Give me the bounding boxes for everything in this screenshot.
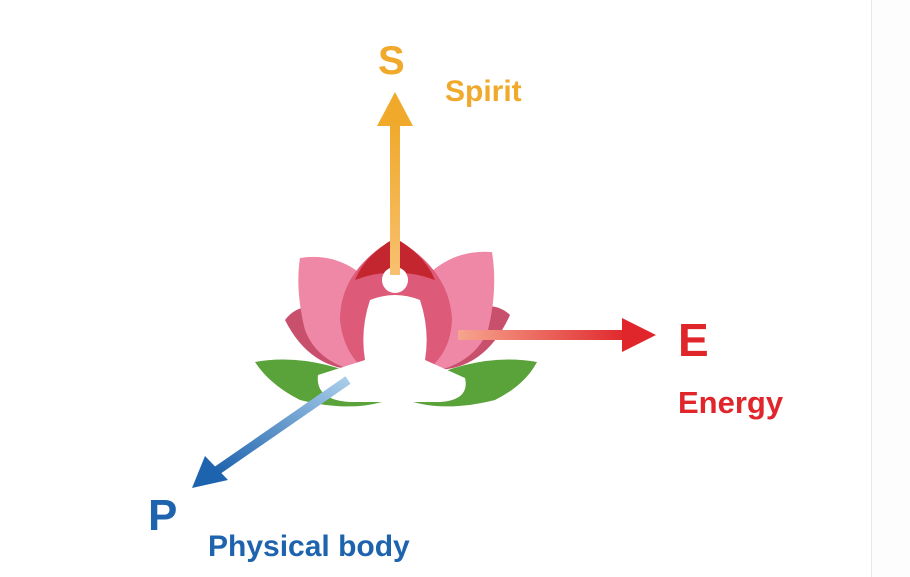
side-panel bbox=[872, 0, 910, 577]
energy-arrow bbox=[458, 318, 656, 352]
energy-label: Energy bbox=[678, 385, 784, 420]
physical-arrow bbox=[192, 376, 351, 488]
meditating-figure bbox=[317, 267, 466, 402]
spirit-label: Spirit bbox=[445, 75, 522, 108]
energy-letter: E bbox=[678, 314, 709, 366]
spirit-letter: S bbox=[378, 39, 405, 83]
divider bbox=[871, 0, 872, 577]
physical-letter: P bbox=[148, 491, 177, 540]
physical-label: Physical body bbox=[208, 530, 410, 563]
lotus-icon bbox=[255, 238, 537, 407]
spirit-arrow bbox=[377, 92, 413, 275]
